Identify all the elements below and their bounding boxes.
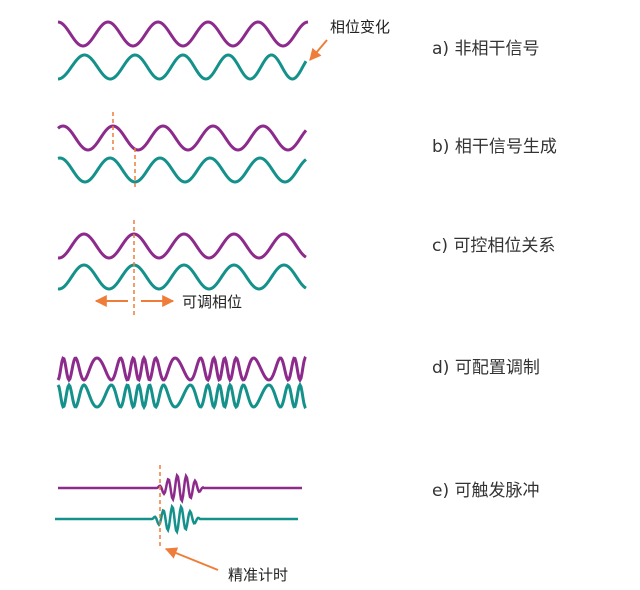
wave-b-purple — [57, 124, 308, 152]
annotation-precise-timing: 精准计时 — [228, 566, 289, 584]
timing-arrow — [164, 547, 219, 571]
wave-e-purple — [58, 472, 302, 504]
annotation-adjustable-phase: 可调相位 — [182, 293, 243, 311]
wave-d-teal — [56, 381, 307, 411]
wave-e-teal — [55, 503, 298, 535]
annotation-phase-change: 相位变化 — [330, 18, 391, 36]
wave-a-teal — [57, 53, 308, 81]
wave-b-teal — [57, 156, 307, 184]
label-row-b: b) 相干信号生成 — [432, 137, 557, 157]
wave-c-purple — [57, 232, 307, 260]
phase-change-arrow — [309, 39, 328, 61]
label-row-c: c) 可控相位关系 — [432, 236, 556, 256]
label-row-e: e) 可触发脉冲 — [432, 481, 540, 501]
wave-d-purple — [56, 354, 307, 384]
wave-a-purple — [57, 20, 309, 48]
wave-c-teal — [57, 263, 307, 291]
label-row-d: d) 可配置调制 — [432, 358, 540, 378]
label-row-a: a) 非相干信号 — [432, 39, 540, 59]
